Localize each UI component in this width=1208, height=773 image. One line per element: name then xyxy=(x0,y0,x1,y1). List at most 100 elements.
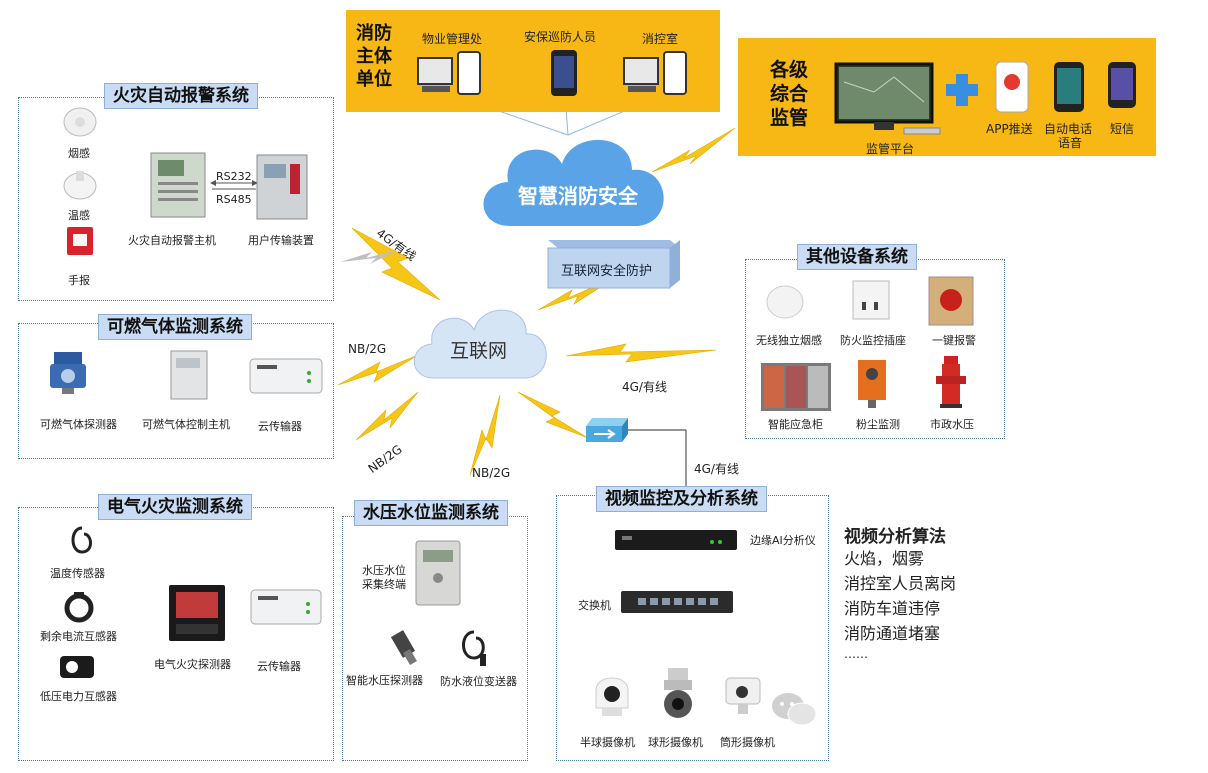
fire-socket-icon xyxy=(852,280,890,320)
main-unit-title-3: 单位 xyxy=(356,69,392,90)
hydrant-label: 市政水压 xyxy=(930,418,974,431)
link-nb2g-1: NB/2G xyxy=(348,342,387,356)
control-room-computer-icon xyxy=(623,51,687,95)
security-phone-icon xyxy=(551,50,577,96)
wireless-smoke-icon xyxy=(766,285,804,319)
dome-camera-icon xyxy=(595,677,629,716)
gas-cloud-tx-label: 云传输器 xyxy=(258,420,302,433)
manual-label: 手报 xyxy=(68,274,90,287)
algorithm-item: 消防通道堵塞 xyxy=(844,624,941,643)
bolt-switch xyxy=(517,391,589,439)
water-terminal-icon xyxy=(415,540,461,606)
algorithm-item: 火焰，烟雾 xyxy=(844,549,925,568)
bullet-camera-icon xyxy=(725,677,761,714)
voice-label-1: 自动电话 xyxy=(1044,122,1093,136)
poe-switch-label: 交换机 xyxy=(578,599,611,612)
internet-cloud-icon xyxy=(413,309,547,379)
gas-detector-icon xyxy=(50,352,86,394)
ball-camera-label: 球形摄像机 xyxy=(648,736,703,749)
lowvolt-label: 低压电力互感器 xyxy=(40,690,117,703)
level-label: 防水液位变送器 xyxy=(440,675,517,688)
alarm-button-label: 一键报警 xyxy=(932,334,976,347)
residual-label: 剩余电流互感器 xyxy=(40,630,117,643)
bolt-4g-left xyxy=(351,227,441,301)
rs-arrows xyxy=(210,180,258,190)
gas-controller-icon xyxy=(170,350,208,400)
edge-ai-icon xyxy=(615,530,737,550)
voice-phone-icon xyxy=(1054,62,1084,112)
gas-detector-label: 可燃气体探测器 xyxy=(40,418,117,431)
bolt-nb-elec xyxy=(355,391,419,441)
transmitter-label: 用户传输装置 xyxy=(248,234,314,247)
level-sensor-icon xyxy=(462,630,486,666)
ball-camera-icon xyxy=(664,668,692,718)
security-box-label: 互联网安全防护 xyxy=(561,264,653,279)
water-terminal-label-1: 水压水位 xyxy=(362,564,406,577)
pressure-sensor-icon xyxy=(390,630,417,666)
temp-label: 温度传感器 xyxy=(50,567,105,580)
algorithm-item: 消防车道违停 xyxy=(844,599,941,618)
other-title: 其他设备系统 xyxy=(797,244,917,270)
main-unit-title-2: 主体 xyxy=(356,46,392,67)
smart-fire-cloud-label: 智慧消防安全 xyxy=(518,184,638,208)
bolt-supervision xyxy=(651,127,736,173)
smoke-detector-icon xyxy=(63,107,97,137)
wechat-icon xyxy=(772,693,817,726)
bullet-camera-label: 筒形摄像机 xyxy=(720,736,775,749)
sms-phone-icon xyxy=(1108,62,1136,108)
rs232-label: RS232 xyxy=(216,170,252,183)
hydrant-icon xyxy=(936,356,966,408)
temp-sensor-icon xyxy=(71,526,92,554)
security-box-icon xyxy=(547,240,680,289)
alarm-host-label: 火灾自动报警主机 xyxy=(128,234,216,247)
rs485-label: RS485 xyxy=(216,193,252,206)
algorithm-item: …… xyxy=(844,647,868,661)
dust-monitor-icon xyxy=(858,360,886,408)
supervision-title-2: 综合 xyxy=(770,83,809,105)
dome-camera-label: 半球摄像机 xyxy=(580,736,635,749)
network-switch-icon xyxy=(586,418,628,442)
water-title: 水压水位监测系统 xyxy=(354,500,508,526)
monitor-platform-icon xyxy=(834,62,941,135)
app-push-label: APP推送 xyxy=(986,122,1033,136)
app-push-phone-icon xyxy=(995,61,1029,113)
dust-monitor-label: 粉尘监测 xyxy=(856,418,900,431)
link-nb2g-3: NB/2G xyxy=(472,466,511,480)
plus-icon xyxy=(946,74,978,106)
manual-alarm-icon xyxy=(67,227,93,255)
lowvolt-ct-icon xyxy=(60,656,94,678)
voice-label-2: 语音 xyxy=(1058,136,1083,150)
supervision-title-1: 各级 xyxy=(770,59,809,81)
gas-title: 可燃气体监测系统 xyxy=(98,314,252,340)
link-4g-wired-3: 4G/有线 xyxy=(694,462,739,476)
edge-ai-label: 边缘AI分析仪 xyxy=(750,534,816,547)
control-room-label: 消控室 xyxy=(642,32,679,46)
supervision-title: 各级 综合 监管 xyxy=(770,58,808,130)
wireless-smoke-label: 无线独立烟感 xyxy=(756,334,822,347)
video-title: 视频监控及分析系统 xyxy=(596,486,767,512)
supervision-box xyxy=(738,38,1156,156)
electrical-detector-icon xyxy=(169,585,225,641)
property-label: 物业管理处 xyxy=(422,32,483,46)
internet-label: 互联网 xyxy=(450,340,508,362)
heat-detector-icon xyxy=(63,171,97,200)
fire-socket-label: 防火监控插座 xyxy=(840,334,906,347)
electrical-cloud-tx-label: 云传输器 xyxy=(257,660,301,673)
gas-controller-label: 可燃气体控制主机 xyxy=(142,418,230,431)
poe-switch-icon xyxy=(621,591,733,613)
electrical-title: 电气火灾监测系统 xyxy=(98,494,252,520)
alarm-host-icon xyxy=(150,152,206,218)
algorithms-title: 视频分析算法 xyxy=(844,527,946,547)
main-unit-title: 消防 主体 单位 xyxy=(356,22,392,91)
link-4g-wired-2: 4G/有线 xyxy=(622,380,667,394)
smoke-label: 烟感 xyxy=(68,147,90,160)
main-unit-title-1: 消防 xyxy=(356,23,392,44)
bolt-nb-water xyxy=(469,394,501,476)
sms-label: 短信 xyxy=(1110,122,1135,136)
emergency-cabinet-icon xyxy=(761,363,831,411)
property-computer-icon xyxy=(417,51,481,95)
heat-label: 温感 xyxy=(68,209,90,222)
algorithm-item: 消控室人员离岗 xyxy=(844,574,957,593)
emergency-cabinet-label: 智能应急柜 xyxy=(768,418,823,431)
electrical-detector-label: 电气火灾探测器 xyxy=(154,658,231,671)
